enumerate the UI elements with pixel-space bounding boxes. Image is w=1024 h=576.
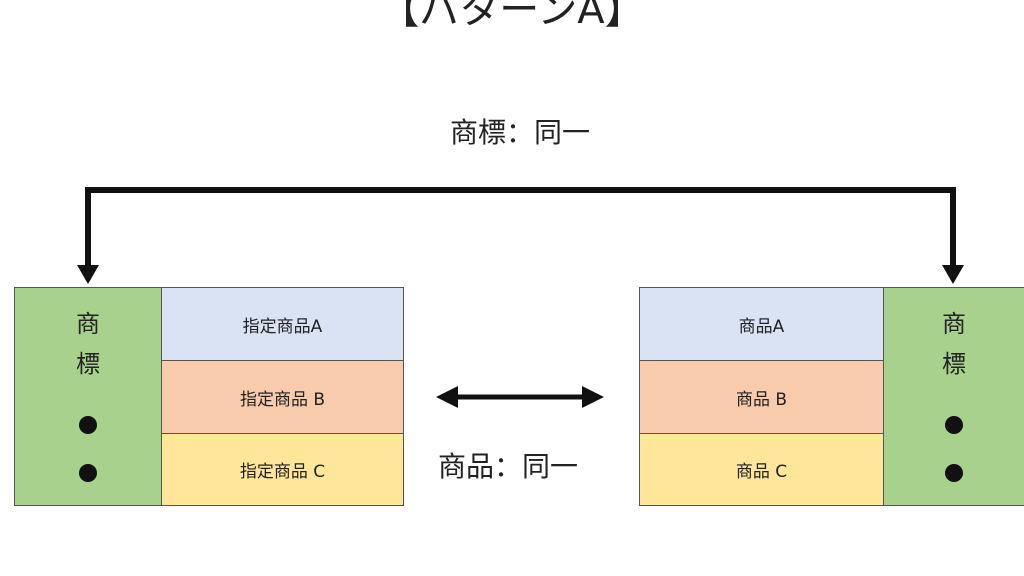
page-title: 【パターンA】: [379, 0, 645, 33]
right-dot-2: [945, 464, 963, 482]
left-item-c: 指定商品 C: [161, 433, 404, 506]
trademark-same-label: 商標：同一: [449, 116, 590, 149]
left-mark-char-2: 標: [76, 350, 100, 378]
right-item-c: 商品 C: [639, 433, 884, 506]
right-trademark-column: 商 標: [883, 287, 1024, 506]
goods-same-label: 商品：同一: [438, 450, 579, 483]
left-trademark-column: 商 標: [14, 287, 162, 506]
right-item-b: 商品 B: [639, 360, 884, 434]
left-item-a: 指定商品A: [161, 287, 404, 361]
right-mark-char-2: 標: [942, 350, 966, 378]
right-item-a: 商品A: [639, 287, 884, 361]
right-down-arrowhead: [942, 265, 964, 284]
right-dot-1: [945, 416, 963, 434]
left-item-b: 指定商品 B: [161, 360, 404, 434]
bracket-line: [85, 187, 956, 265]
double-arrow-right-head: [582, 386, 604, 408]
left-dot-2: [79, 464, 97, 482]
right-mark-char-1: 商: [942, 310, 966, 338]
left-mark-char-1: 商: [76, 310, 100, 338]
left-dot-1: [79, 416, 97, 434]
double-arrow-left-head: [436, 386, 458, 408]
left-down-arrowhead: [77, 265, 99, 284]
